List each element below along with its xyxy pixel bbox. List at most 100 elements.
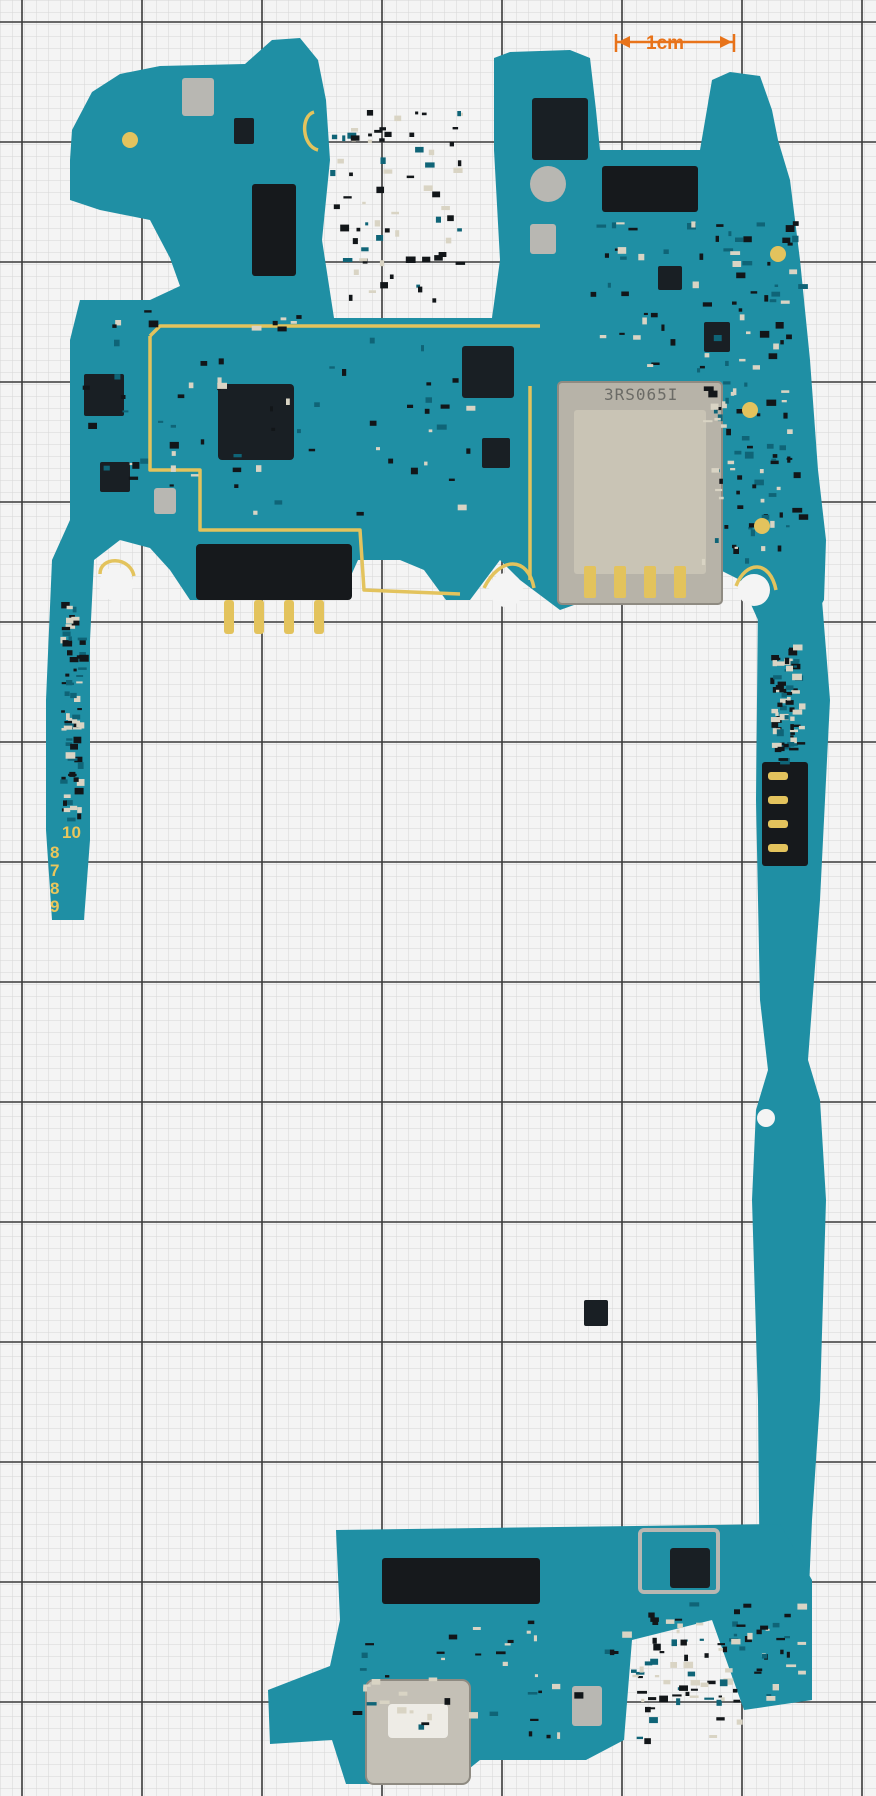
smd-part: [723, 381, 731, 385]
smd-part: [797, 1641, 807, 1645]
smd-part: [663, 1679, 671, 1685]
smd-part: [777, 746, 785, 752]
smd-part: [793, 659, 800, 663]
smd-part: [409, 132, 415, 137]
smd-part: [158, 420, 164, 423]
smd-part: [286, 398, 290, 405]
smd-part: [761, 1654, 768, 1659]
smd-part: [448, 478, 455, 481]
smd-part: [661, 324, 665, 331]
smd-part: [718, 1648, 728, 1651]
smd-part: [374, 220, 381, 227]
smd-part: [759, 330, 770, 338]
smd-part: [218, 358, 224, 365]
smd-part: [707, 1680, 716, 1685]
smd-part: [280, 317, 287, 321]
smd-part: [717, 1643, 725, 1646]
smd-part: [783, 412, 788, 419]
smd-part: [504, 1643, 511, 1646]
smd-part: [76, 779, 85, 786]
smd-part: [444, 1698, 451, 1705]
battery-pins: [224, 600, 788, 852]
smd-part: [732, 1621, 738, 1627]
scale-bar-label: 1cm: [646, 33, 685, 54]
smd-part: [66, 738, 73, 741]
smd-part: [397, 1707, 407, 1714]
smd-part: [725, 397, 729, 404]
smd-part: [369, 337, 375, 344]
smd-part: [725, 360, 729, 366]
smd-part: [614, 248, 621, 251]
smd-part: [752, 365, 760, 370]
smd-part: [721, 1697, 725, 1701]
smd-part: [122, 410, 129, 413]
smd-part: [736, 1624, 746, 1627]
smd-part: [65, 742, 73, 746]
smd-part: [66, 713, 70, 720]
board-digit: 8: [50, 843, 59, 862]
smd-part: [290, 321, 297, 324]
smd-part: [779, 445, 786, 451]
smd-part: [256, 465, 262, 472]
smd-part: [61, 710, 65, 713]
smd-part: [177, 394, 185, 399]
smd-part: [690, 1688, 698, 1691]
smd-part: [66, 605, 73, 610]
smd-part: [754, 1671, 762, 1674]
smd-part: [679, 1685, 688, 1691]
smd-part: [728, 231, 732, 237]
antenna-pads: [122, 132, 786, 534]
smd-part: [790, 735, 794, 738]
smd-part: [343, 196, 352, 199]
smd-part: [77, 807, 82, 813]
smd-part: [768, 353, 778, 360]
smd-part: [723, 248, 734, 252]
smd-part: [200, 361, 208, 366]
smd-part: [438, 252, 447, 257]
smd-part: [609, 1649, 615, 1656]
smd-part: [787, 242, 793, 246]
smd-part: [651, 362, 660, 365]
smd-part: [697, 368, 701, 373]
smd-part: [772, 660, 777, 667]
smd-part: [65, 624, 76, 629]
smd-part: [649, 1717, 658, 1724]
smd-part: [356, 227, 361, 232]
smd-part: [702, 302, 712, 307]
smd-part: [715, 235, 719, 242]
board-digit: 10: [62, 823, 81, 842]
smd-part: [232, 467, 242, 473]
smd-part: [786, 1651, 790, 1658]
smd-part: [296, 315, 302, 319]
smd-part: [76, 655, 82, 659]
smd-part: [140, 458, 149, 464]
smd-part: [394, 115, 402, 122]
smd-part: [687, 1671, 696, 1677]
smd-part: [359, 1668, 367, 1671]
smd-part: [792, 221, 799, 226]
smd-part: [770, 717, 781, 723]
smd-part: [743, 1603, 752, 1608]
smd-part: [74, 787, 84, 795]
smd-part: [734, 546, 738, 549]
smd-part: [739, 1646, 746, 1651]
smd-part: [765, 1628, 770, 1631]
smd-part: [779, 512, 783, 518]
smd-part: [773, 343, 779, 350]
smd-part: [70, 805, 78, 811]
smd-part: [793, 644, 803, 651]
smd-part: [747, 1632, 753, 1640]
smd-part: [766, 1696, 776, 1701]
smd-part: [432, 191, 441, 198]
smd-part: [68, 717, 78, 721]
smd-part: [690, 1679, 700, 1686]
smd-part: [772, 1622, 780, 1628]
smd-part: [670, 339, 676, 346]
smd-part: [781, 400, 787, 403]
smd-part: [716, 224, 724, 227]
smd-part: [251, 325, 262, 331]
smd-part: [752, 484, 757, 489]
smd-part: [776, 1637, 785, 1641]
smd-part: [272, 320, 278, 326]
